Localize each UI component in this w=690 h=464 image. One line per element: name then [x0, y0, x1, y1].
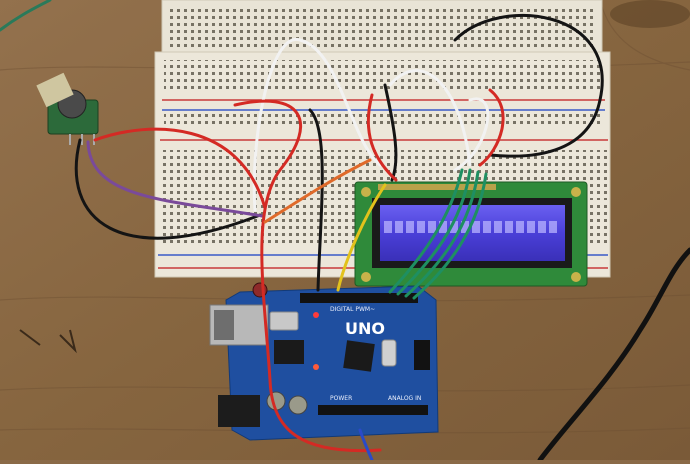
analog-header-label: ANALOG IN	[388, 395, 421, 402]
orange-wire	[263, 158, 372, 224]
digital-header-label: DIGITAL PWM~	[330, 306, 375, 313]
green-wire	[396, 168, 472, 296]
scratch-mark	[19, 329, 77, 354]
black-wire	[74, 138, 262, 240]
white-wire	[388, 69, 472, 167]
green-wire	[388, 168, 464, 294]
white-wire	[453, 97, 490, 172]
black-wire	[383, 83, 398, 182]
arduino-uno-board: UNO DIGITAL PWM~ POWER ANALOG IN	[209, 282, 439, 441]
yellow-wire	[336, 183, 387, 292]
red-wire	[93, 127, 267, 210]
black-wire	[453, 13, 604, 158]
uno-logo-text: UNO	[345, 319, 385, 338]
black-wire	[308, 108, 324, 292]
potentiometer	[36, 72, 99, 145]
breadboard	[154, 0, 611, 278]
red-wire	[366, 93, 398, 182]
power-header-label: POWER	[330, 395, 352, 402]
blue-wire	[358, 428, 374, 462]
lcd-module	[354, 181, 588, 287]
green-wire	[404, 170, 480, 298]
usb-cable	[537, 247, 690, 463]
green-wire	[412, 172, 488, 300]
purple-wire	[86, 140, 264, 218]
red-wire	[233, 99, 382, 453]
lcd-character-blocks	[384, 221, 557, 233]
green-cable-corner	[0, 0, 52, 32]
wood-knot	[610, 0, 690, 28]
white-wire	[252, 38, 382, 212]
red-wire	[478, 88, 505, 167]
